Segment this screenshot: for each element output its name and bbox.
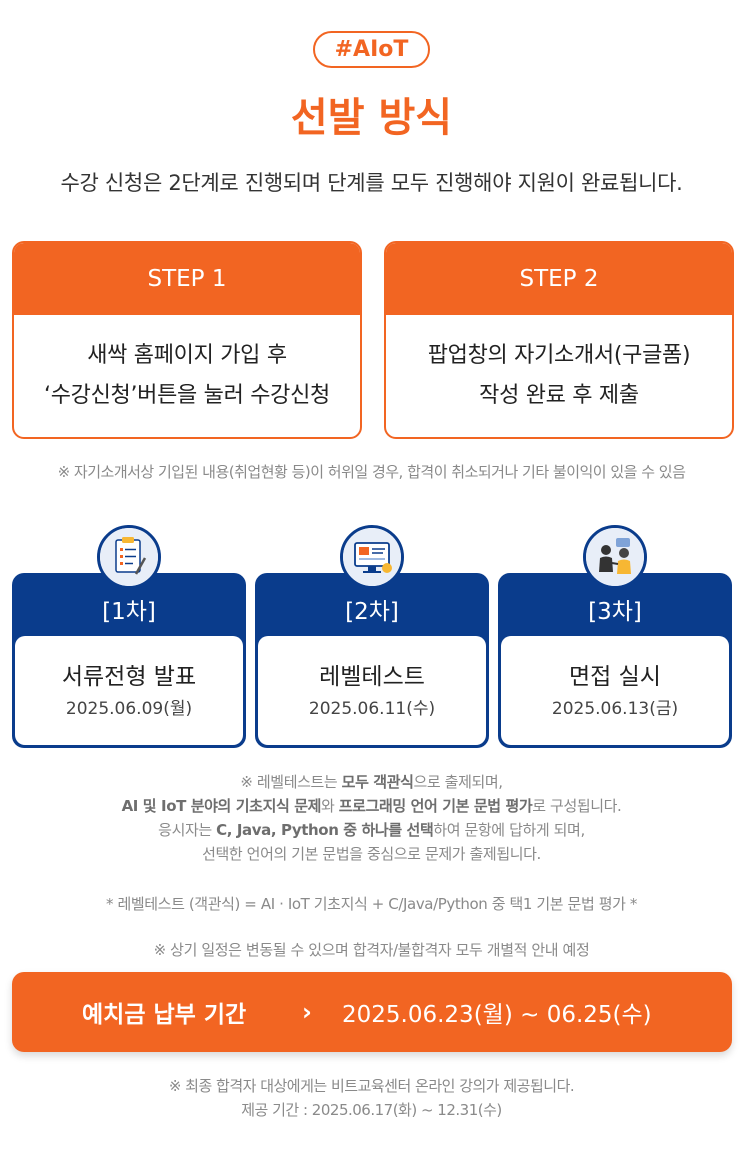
deposit-period-banner: 예치금 납부 기간 › 2025.06.23(월) ~ 06.25(수) xyxy=(12,972,732,1052)
level-test-notes: ※ 레벨테스트는 모두 객관식으로 출제되며, AI 및 IoT 분야의 기초지… xyxy=(0,770,743,962)
step-1-line2: ‘수강신청’버튼을 눌러 수강신청 xyxy=(44,382,330,408)
step-1-label: STEP 1 xyxy=(14,243,360,315)
level-note-line-3: 응시자는 C, Java, Python 중 하나를 선택하여 문항에 답하게 … xyxy=(158,821,585,839)
phase-2-name: 레벨테스트 xyxy=(319,663,425,690)
phase-1-card: [1차] 서류전형 발표 2025.06.09(월) xyxy=(12,525,246,748)
document-checklist-icon xyxy=(97,525,161,589)
phase-3-date: 2025.06.13(금) xyxy=(551,698,679,719)
phase-3-name: 면접 실시 xyxy=(569,663,661,690)
phase-2-label: [2차] xyxy=(345,598,399,625)
deposit-label: 예치금 납부 기간 xyxy=(82,1002,247,1028)
intro-text: 수강 신청은 2단계로 진행되며 단계를 모두 진행해야 지원이 완료됩니다. xyxy=(60,171,683,195)
phase-1-name: 서류전형 발표 xyxy=(61,663,197,690)
step-2-card: STEP 2 팝업창의 자기소개서(구글폼) 작성 완료 후 제출 xyxy=(384,241,734,439)
step-1-card: STEP 1 새싹 홈페이지 가입 후 ‘수강신청’버튼을 눌러 수강신청 xyxy=(12,241,362,439)
step-2-line1: 팝업창의 자기소개서(구글폼) xyxy=(427,342,691,368)
phase-3-card: [3차] 면접 실시 2025.06.13(금) xyxy=(498,525,732,748)
phase-1-date: 2025.06.09(월) xyxy=(65,698,193,719)
footer-note: ※ 최종 합격자 대상에게는 비트교육센터 온라인 강의가 제공됩니다. 제공 … xyxy=(0,1074,743,1122)
page-title: 선발 방식 xyxy=(290,95,453,141)
step-note: ※ 자기소개서상 기입된 내용(취업현황 등)이 허위일 경우, 합격이 취소되… xyxy=(57,463,686,481)
step-2-line2: 작성 완료 후 제출 xyxy=(479,382,639,408)
phase-2-card: [2차] 레벨테스트 2025.06.11(수) xyxy=(255,525,489,748)
phase-2-date: 2025.06.11(수) xyxy=(308,698,436,719)
level-formula: * 레벨테스트 (객관식) = AI · IoT 기초지식 + C/Java/P… xyxy=(106,895,637,913)
step-1-line1: 새싹 홈페이지 가입 후 xyxy=(87,342,287,368)
deposit-date: 2025.06.23(월) ~ 06.25(수) xyxy=(342,1002,652,1028)
computer-screen-icon xyxy=(340,525,404,589)
chevron-right-icon: › xyxy=(302,998,312,1026)
phase-1-label: [1차] xyxy=(102,598,156,625)
level-note-line-2: AI 및 IoT 분야의 기초지식 문제와 프로그래밍 언어 기본 문법 평가로… xyxy=(121,797,622,815)
level-note-line-4: 선택한 언어의 기본 문법을 중심으로 문제가 출제됩니다. xyxy=(202,845,541,863)
level-note-line-1: ※ 레벨테스트는 모두 객관식으로 출제되며, xyxy=(240,773,503,791)
schedule-note: ※ 상기 일정은 변동될 수 있으며 합격자/불합격자 모두 개별적 안내 예정 xyxy=(153,941,590,959)
footer-line-1: ※ 최종 합격자 대상에게는 비트교육센터 온라인 강의가 제공됩니다. xyxy=(168,1077,575,1095)
aiot-tag: #AIoT xyxy=(313,31,430,68)
step-2-label: STEP 2 xyxy=(386,243,732,315)
phase-3-label: [3차] xyxy=(588,598,642,625)
footer-line-2: 제공 기간 : 2025.06.17(화) ~ 12.31(수) xyxy=(241,1101,502,1119)
interview-people-icon xyxy=(583,525,647,589)
